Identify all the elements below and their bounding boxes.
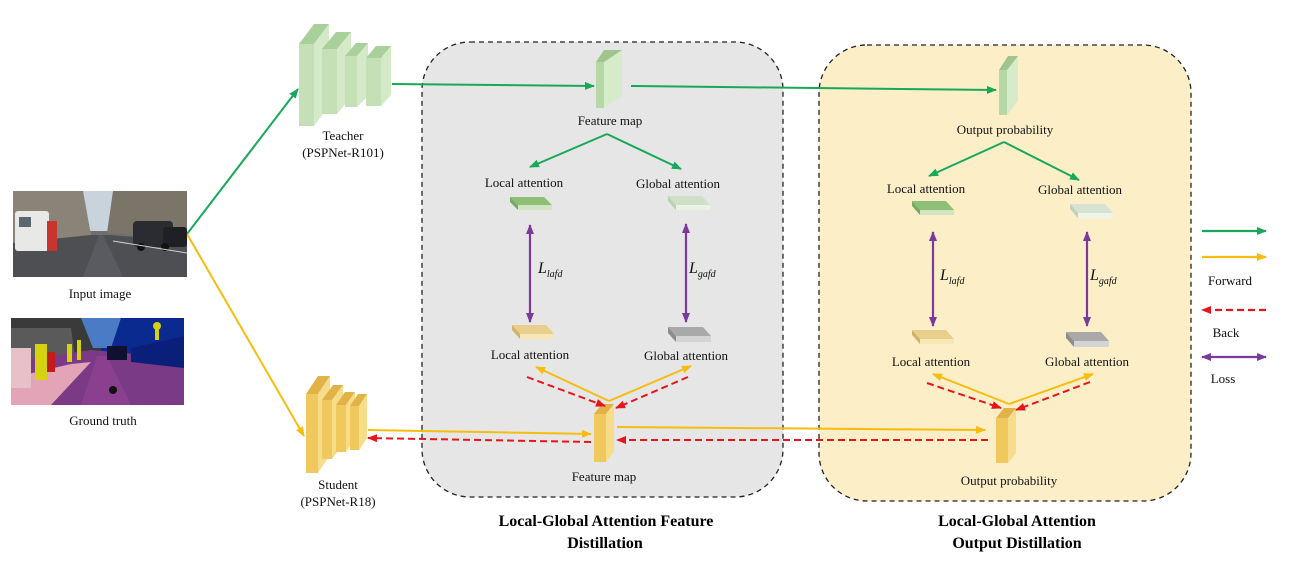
- feature-teacher-local-label: Local attention: [484, 175, 564, 190]
- output-teacher-global-label: Global attention: [1037, 182, 1123, 197]
- input-image-thumbnail: [13, 191, 187, 277]
- teacher-model-label: (PSPNet-R101): [302, 145, 384, 160]
- student-network-icon: [306, 376, 367, 473]
- legend-back-label: Back: [1212, 325, 1240, 340]
- feature-student-local-label: Local attention: [490, 347, 570, 362]
- legend-forward-icon: [1202, 227, 1267, 261]
- teacher-local-attention-tile: [510, 197, 552, 210]
- output-student-local-attention-tile: [912, 330, 954, 344]
- output-probability-top-label: Output probability: [956, 122, 1054, 137]
- teacher-output-probability-icon: [999, 56, 1018, 115]
- teacher-network-icon: [299, 24, 391, 126]
- feature-panel-title-line1: Local-Global Attention Feature: [498, 513, 714, 530]
- student-output-probability-icon: [996, 408, 1016, 463]
- feature-student-global-label: Global attention: [643, 348, 729, 363]
- output-distillation-panel: [818, 44, 1192, 502]
- loss-arrows: [526, 223, 1091, 327]
- student-local-attention-tile: [512, 325, 554, 339]
- output-student-local-label: Local attention: [891, 354, 971, 369]
- teacher-forward-arrows: [186, 81, 1080, 235]
- student-model-label: (PSPNet-R18): [300, 494, 376, 509]
- teacher-global-attention-tile: [668, 196, 710, 210]
- ground-truth-label: Ground truth: [69, 413, 137, 428]
- output-student-global-attention-tile: [1066, 332, 1109, 347]
- student-feature-map-icon: [594, 404, 614, 462]
- feature-panel-title-line2: Distillation: [567, 535, 643, 552]
- output-panel-title-line2: Output Distillation: [952, 535, 1082, 552]
- feature-teacher-global-label: Global attention: [635, 176, 721, 191]
- output-local-loss-label: Llafd: [940, 267, 965, 288]
- legend-forward-label: Forward: [1207, 273, 1253, 288]
- feature-global-loss-label: Lgafd: [689, 260, 716, 281]
- feature-map-top-label: Feature map: [577, 113, 643, 128]
- student-global-attention-tile: [668, 327, 711, 342]
- student-label: Student: [318, 477, 358, 492]
- output-global-loss-label: Lgafd: [1090, 267, 1117, 288]
- output-panel-title-line1: Local-Global Attention: [938, 513, 1096, 530]
- input-image-label: Input image: [68, 286, 132, 301]
- feature-distillation-panel: [421, 41, 784, 498]
- output-teacher-global-attention-tile: [1070, 204, 1113, 218]
- output-student-global-label: Global attention: [1044, 354, 1130, 369]
- student-forward-arrows: [186, 233, 1094, 438]
- teacher-feature-map-icon: [596, 50, 622, 108]
- output-teacher-local-label: Local attention: [886, 181, 966, 196]
- feature-map-bottom-label: Feature map: [571, 469, 637, 484]
- back-arrows: [367, 376, 1091, 444]
- teacher-label: Teacher: [322, 128, 364, 143]
- feature-local-loss-label: Llafd: [538, 260, 563, 281]
- output-probability-bottom-label: Output probability: [960, 473, 1058, 488]
- legend-loss-label: Loss: [1210, 371, 1236, 386]
- output-teacher-local-attention-tile: [912, 201, 954, 215]
- ground-truth-thumbnail: [11, 318, 184, 405]
